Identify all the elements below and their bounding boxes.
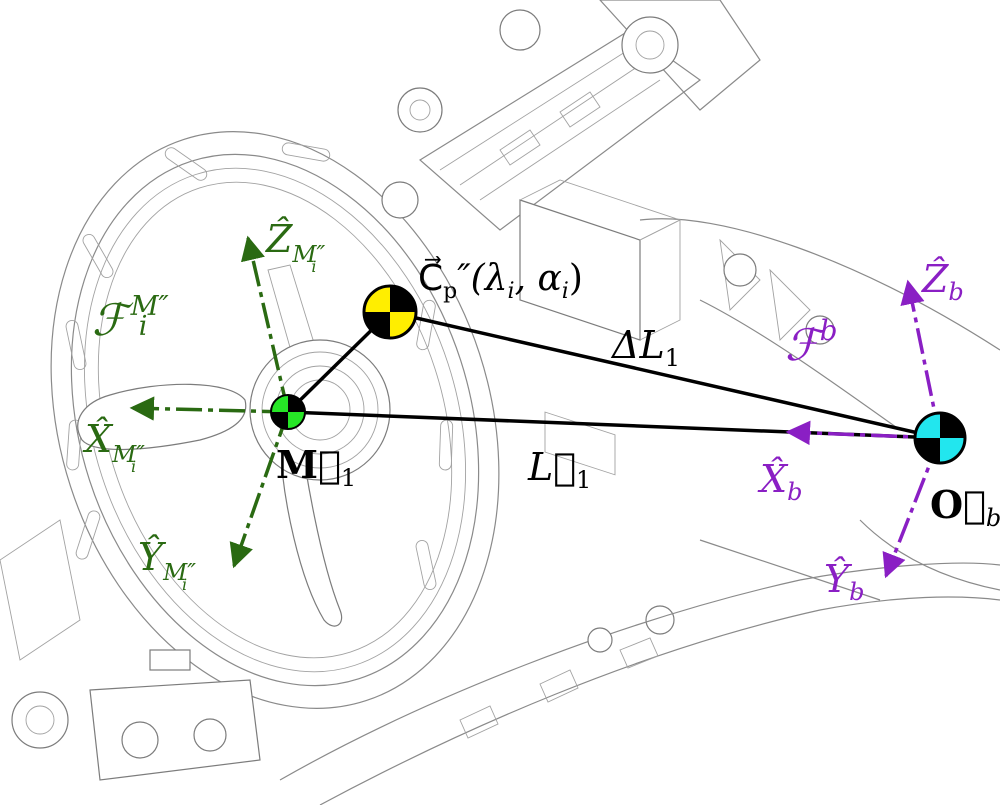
body-z-label: Ẑb [921,257,964,306]
servo-block [381,87,682,476]
cyan-checker-target-icon [913,411,967,465]
green-checker-target-icon [270,394,306,430]
body-point-label: O⃗b [930,482,1000,532]
propeller-guard-ring [50,131,500,709]
motor-point-label: M⃗1 [276,442,356,492]
motor-y-axis [229,411,290,569]
cp-point-label: C⃗p″(λi, αi) [418,255,583,304]
l-vector-label: L⃗1 [527,445,591,494]
delta-l-line [389,310,941,440]
motor-z-label: ẐM″i [265,217,326,276]
motor-z-axis [241,235,290,413]
motor-y-label: ŶM″i [138,535,196,594]
lower-arm [279,562,1000,805]
motor-x-axis [129,396,289,421]
body-y-label: Ŷb [824,557,864,606]
body-frame-label: ℱb [785,314,838,371]
yellow-checker-target-icon [362,284,418,340]
lower-clamp [0,519,261,781]
motor-frame-axes [129,235,290,569]
propeller-blade [77,264,343,627]
delta-l-label: ΔL1 [610,323,680,372]
body-z-axis [900,279,942,439]
body-x-label: X̂b [757,457,802,506]
upper-arm [418,0,761,231]
body-frame [639,218,1000,635]
motor-x-label: X̂M″i [82,417,145,476]
